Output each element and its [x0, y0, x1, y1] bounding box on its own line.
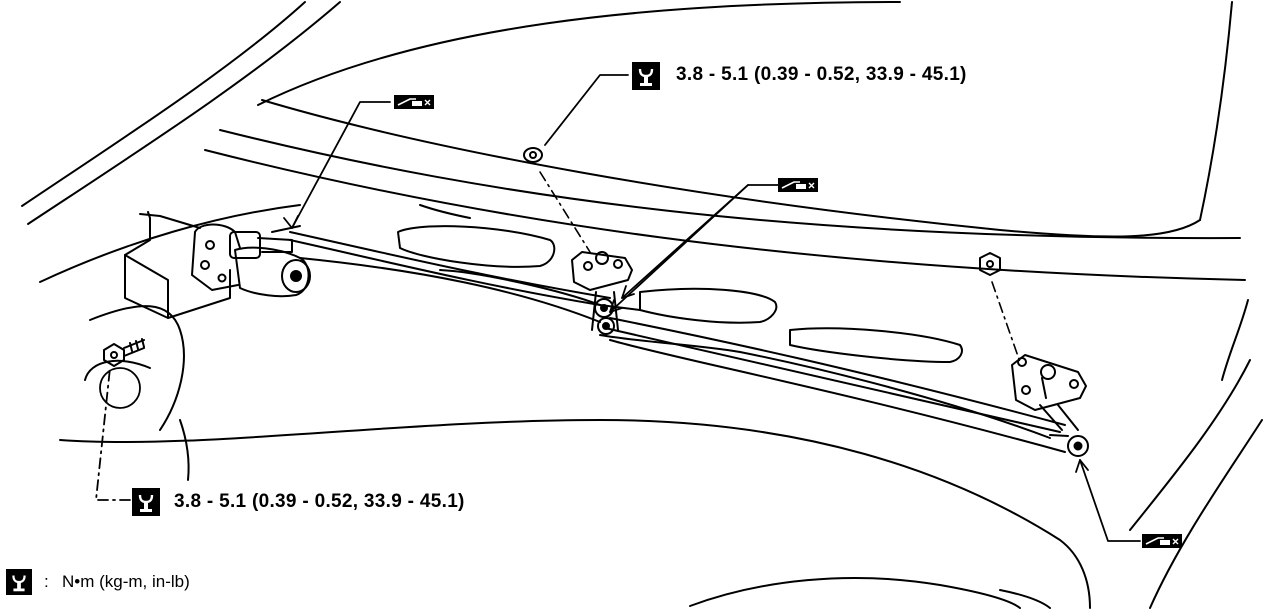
- grease-applicator-icon: [1142, 534, 1182, 548]
- torque-spec-top: 3.8 - 5.1 (0.39 - 0.52, 33.9 - 45.1): [676, 64, 967, 85]
- torque-wrench-icon: [6, 569, 32, 595]
- grease-applicator-icon: [778, 178, 818, 192]
- leader-lines: [95, 74, 1141, 542]
- legend-units: N•m (kg-m, in-lb): [62, 572, 190, 591]
- vehicle-body-outline: [21, 1, 1263, 609]
- wiper-motor: [124, 211, 311, 319]
- torque-wrench-icon: [632, 62, 660, 90]
- right-pivot: [979, 252, 1089, 457]
- torque-wrench-icon: [132, 488, 160, 516]
- motor-mounting-bolt: [103, 338, 145, 367]
- legend-separator: :: [44, 572, 49, 591]
- center-pivot: [523, 147, 633, 335]
- grease-applicator-icon: [394, 95, 434, 109]
- linkage-rods: [289, 231, 1066, 453]
- torque-spec-bottom: 3.8 - 5.1 (0.39 - 0.52, 33.9 - 45.1): [174, 491, 465, 512]
